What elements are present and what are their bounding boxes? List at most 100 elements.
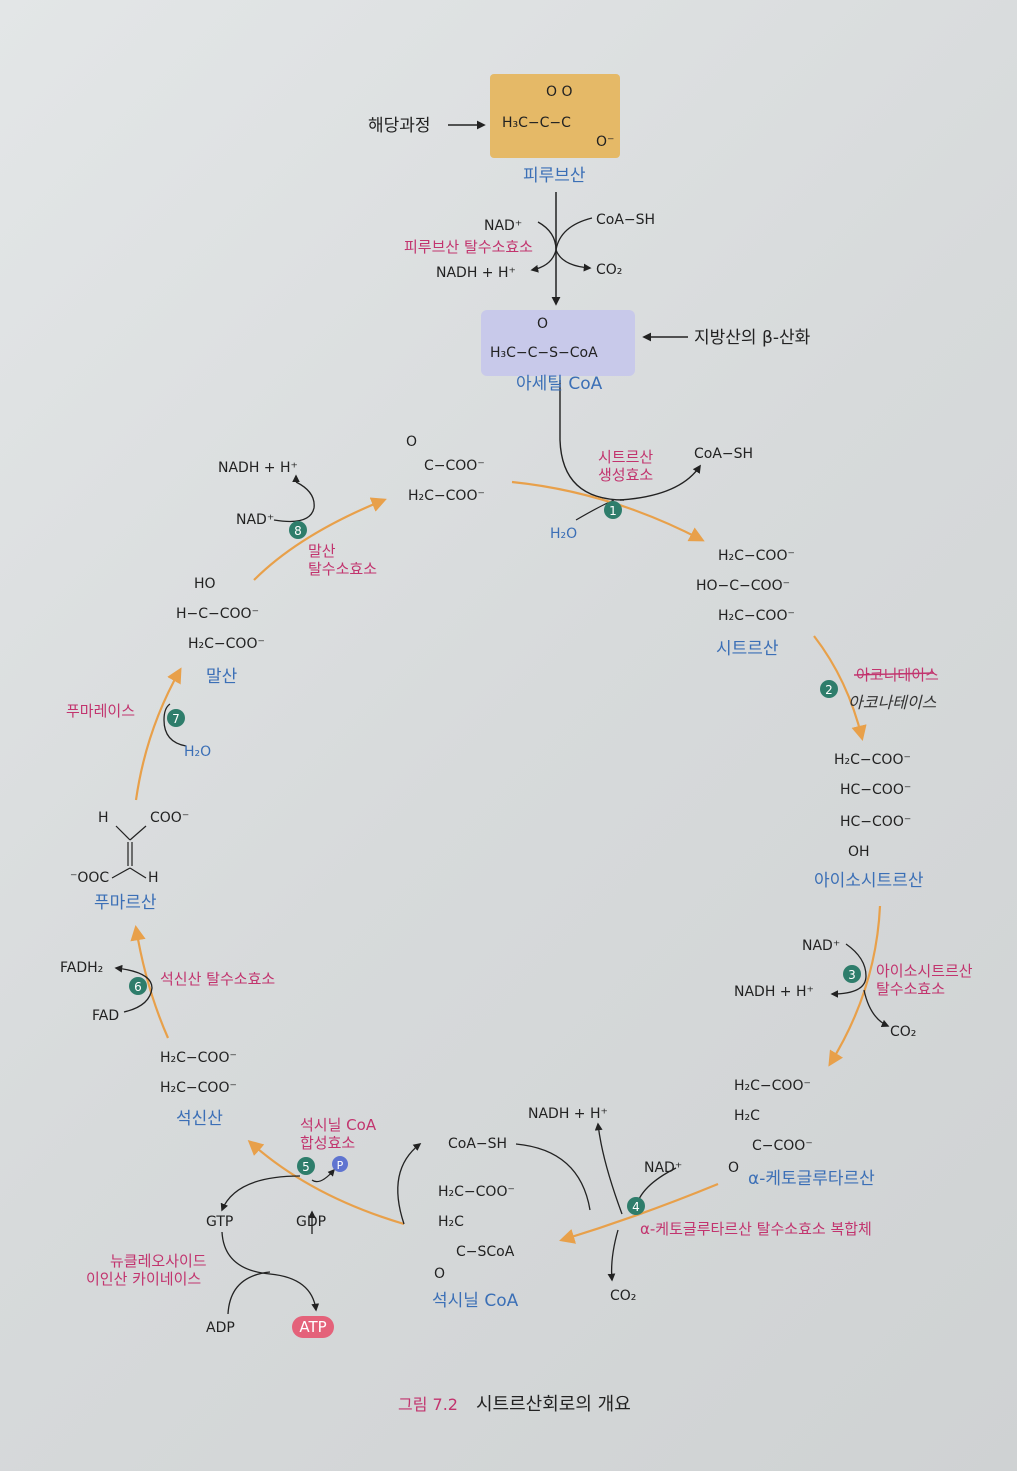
isocitrate-name: 아이소시트르산 [814,871,924,891]
pdh-coash: CoA−SH [596,212,655,228]
akg-structure: H₂C−COO⁻ H₂C C−COO⁻ O [728,1078,813,1176]
step8-nad: NAD⁺ [236,512,274,528]
svg-text:O: O [537,316,548,332]
step4-nad: NAD⁺ [644,1160,682,1176]
caption-number: 그림 7.2 [398,1395,458,1414]
pdh-nadh: NADH + H⁺ [436,265,516,281]
step3-nad: NAD⁺ [802,938,840,954]
step6-fadh2: FADH₂ [60,960,103,976]
glycolysis-label: 해당과정 [368,116,431,136]
svg-text:C−COO⁻: C−COO⁻ [424,458,485,474]
svg-text:C−SCoA: C−SCoA [456,1244,515,1260]
svg-text:H₂C−COO⁻: H₂C−COO⁻ [718,608,795,624]
svg-text:H₂C−COO⁻: H₂C−COO⁻ [438,1184,515,1200]
step7-h2o: H₂O [184,744,211,760]
idh-line1: 아이소시트르산 [876,962,973,980]
svg-text:O⁻: O⁻ [596,134,614,150]
svg-text:C−COO⁻: C−COO⁻ [752,1138,813,1154]
phosphate-label: P [337,1159,344,1172]
citrate-structure: H₂C−COO⁻ HO−C−COO⁻ H₂C−COO⁻ [696,548,795,624]
atp-badge [292,1316,334,1338]
sdh-enzyme: 석신산 탈수소효소 [160,970,275,988]
svg-text:COO⁻: COO⁻ [150,810,189,826]
step1-coash: CoA−SH [694,446,753,462]
succinate-name: 석신산 [176,1109,223,1129]
step-6-label: 6 [134,980,142,994]
step3-co2: CO₂ [890,1024,916,1040]
svg-text:O: O [434,1266,445,1282]
svg-text:HC−COO⁻: HC−COO⁻ [840,814,911,830]
svg-text:O: O [728,1160,739,1176]
pyruvate-box [490,74,620,158]
akg-name: α-케토글루타르산 [748,1169,875,1189]
succinyl-coa-name: 석시닐 CoA [432,1291,519,1311]
svg-text:O O: O O [546,84,573,100]
step-3-marker [843,965,861,983]
svg-text:H₂C−COO⁻: H₂C−COO⁻ [734,1078,811,1094]
mdh-line1: 말산 [308,542,336,560]
citrate-synthase-line1: 시트르산 [598,448,653,466]
svg-text:H₃C−C−S−CoA: H₃C−C−S−CoA [490,345,598,361]
step6-fad: FAD [92,1008,119,1024]
svg-text:H₂C−COO⁻: H₂C−COO⁻ [408,488,485,504]
pdh-enzyme: 피루브산 탈수소효소 [404,238,533,256]
svg-text:H₂C−COO⁻: H₂C−COO⁻ [188,636,265,652]
step-1-marker [604,501,622,519]
gdp-label: GDP [296,1214,326,1230]
citrate-synthase-line2: 생성효소 [598,466,653,484]
pdh-nad: NAD⁺ [484,218,522,234]
svg-text:H₂C: H₂C [438,1214,464,1230]
scs-line1: 석시닐 CoA [300,1116,377,1134]
pyruvate-structure: O O H₃C−C−C O⁻ [502,84,614,150]
svg-text:HO: HO [194,576,216,592]
beta-oxidation-label: 지방산의 β-산화 [694,328,811,348]
svg-text:H: H [98,810,109,826]
fumarase-enzyme: 푸마레이스 [66,702,135,720]
step-2-marker [820,680,838,698]
fumarate-name: 푸마르산 [94,893,157,913]
step-8-label: 8 [294,524,302,538]
succinyl-coa-structure: H₂C−COO⁻ H₂C C−SCoA O [434,1184,515,1282]
malate-name: 말산 [206,667,238,687]
step-8-marker [289,521,307,539]
succinate-structure: H₂C−COO⁻ H₂C−COO⁻ [160,1050,237,1096]
step-7-label: 7 [172,712,180,726]
fumarate-structure: H COO⁻ ⁻OOC H [70,810,189,886]
svg-text:H₂C: H₂C [734,1108,760,1124]
step-6-marker [129,977,147,995]
pdh-co2: CO₂ [596,262,622,278]
step4-nadh: NADH + H⁺ [528,1106,608,1122]
step-7-marker [167,709,185,727]
citrate-name: 시트르산 [716,639,779,659]
pyruvate-name: 피루브산 [523,166,586,186]
step4-co2: CO₂ [610,1288,636,1304]
scs-line2: 합성효소 [300,1134,355,1152]
acetyl-coa-structure: O H₃C−C−S−CoA [490,316,598,361]
step-5-label: 5 [302,1160,310,1174]
svg-text:H₂C−COO⁻: H₂C−COO⁻ [160,1050,237,1066]
step-3-label: 3 [848,968,856,982]
step-4-marker [627,1197,645,1215]
svg-text:H₂C−COO⁻: H₂C−COO⁻ [834,752,911,768]
akgdh-enzyme: α-케토글루타르산 탈수소효소 복합체 [640,1220,872,1238]
atp-label: ATP [299,1318,326,1336]
aconitase-struck: 아코니테이스 [856,666,939,684]
step-markers: 1 2 3 4 5 6 7 8 [129,501,861,1215]
step3-nadh: NADH + H⁺ [734,984,814,1000]
caption-title: 시트르산회로의 개요 [476,1394,631,1415]
step8-nadh: NADH + H⁺ [218,460,298,476]
svg-text:⁻OOC: ⁻OOC [70,870,109,886]
svg-text:H₂C−COO⁻: H₂C−COO⁻ [718,548,795,564]
step-1-label: 1 [609,504,617,518]
step-4-label: 4 [632,1200,640,1214]
phosphate-icon [332,1156,348,1172]
isocitrate-structure: H₂C−COO⁻ HC−COO⁻ HC−COO⁻ OH [834,752,911,860]
ndk-line2: 이인산 카이네이스 [86,1270,201,1288]
step1-h2o: H₂O [550,526,577,542]
svg-text:HO−C−COO⁻: HO−C−COO⁻ [696,578,790,594]
acetyl-coa-box [481,310,635,376]
gtp-label: GTP [206,1214,233,1230]
idh-line2: 탈수소효소 [876,980,945,998]
